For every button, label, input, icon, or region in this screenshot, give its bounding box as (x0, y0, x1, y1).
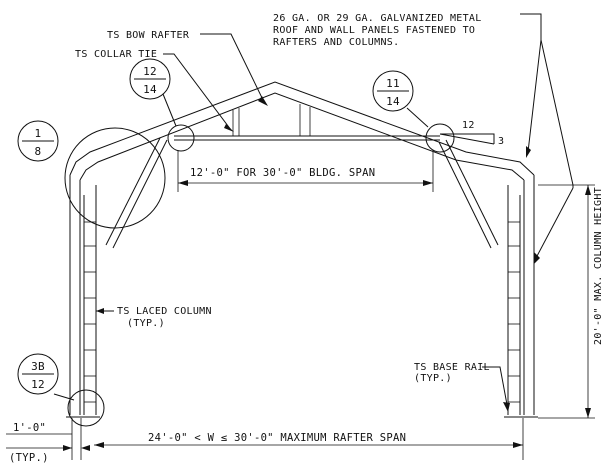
laced-column-label: TS LACED COLUMN (117, 306, 212, 317)
panels-note: 26 GA. OR 29 GA. GALVANIZED METAL ROOF A… (273, 13, 574, 264)
laced-column-typ: (TYP.) (127, 318, 165, 329)
bubble-bottom: 14 (386, 95, 400, 108)
collar-span-label: 12'-0" FOR 30'-0" BLDG. SPAN (190, 167, 375, 179)
detail-callout-circle (64, 127, 166, 229)
roof-slope-indicator: 12 3 (439, 120, 504, 147)
laced-column-note: TS LACED COLUMN (TYP.) (96, 306, 212, 329)
bubble-bottom: 14 (143, 83, 157, 96)
slope-run: 12 (462, 120, 475, 131)
detail-bubble-12-14[interactable]: 12 14 (129, 58, 171, 100)
leader-line (53, 393, 75, 401)
offset-typ-label: (TYP.) (9, 452, 49, 464)
knee-braces (105, 137, 499, 249)
bubble-bottom: 12 (31, 378, 45, 391)
collar-tie-label: TS COLLAR TIE (75, 49, 157, 60)
offset-label: 1'-0" (13, 422, 46, 434)
rafter-span-dimension: 24'-0" < W ≤ 30'-0" MAXIMUM RAFTER SPAN (6, 418, 524, 460)
column-height-label: 20'-0" MAX. COLUMN HEIGHT (593, 187, 604, 345)
detail-bubble-3b-12[interactable]: 3B 12 (17, 353, 59, 395)
left-laced-column (69, 175, 97, 415)
bubble-top: 1 (35, 127, 42, 140)
base-rail-typ: (TYP.) (414, 373, 452, 384)
roof-rafter (69, 81, 535, 181)
leader-line (162, 93, 177, 127)
detail-callout-circle (67, 389, 105, 427)
panels-note-line-2: ROOF AND WALL PANELS FASTENED TO (273, 25, 475, 36)
panels-note-line-1: 26 GA. OR 29 GA. GALVANIZED METAL (273, 13, 482, 24)
collar-tie (174, 104, 440, 141)
column-height-dimension: 20'-0" MAX. COLUMN HEIGHT (538, 184, 604, 419)
collar-span-dimension: 12'-0" FOR 30'-0" BLDG. SPAN (177, 150, 434, 192)
detail-callout-circle (425, 123, 455, 153)
detail-bubble-1-8[interactable]: 1 8 (17, 120, 59, 162)
bubble-top: 12 (143, 65, 157, 78)
leader-line (406, 107, 429, 128)
detail-callout-circle (167, 124, 195, 152)
bubble-top: 11 (386, 77, 400, 90)
detail-bubble-11-14[interactable]: 11 14 (372, 70, 414, 112)
bubble-top: 3B (31, 360, 45, 373)
panels-note-line-3: RAFTERS AND COLUMNS. (273, 37, 399, 48)
slope-rise: 3 (498, 136, 504, 147)
bow-rafter-label: TS BOW RAFTER (107, 30, 190, 41)
offset-dimension: 1'-0" (TYP.) (6, 418, 90, 464)
bow-rafter-note: TS BOW RAFTER (107, 30, 268, 106)
right-laced-column (507, 175, 535, 415)
base-rail-label: TS BASE RAIL (414, 362, 490, 373)
bubble-bottom: 8 (35, 145, 42, 158)
collar-tie-note: TS COLLAR TIE (75, 49, 234, 132)
rafter-span-label: 24'-0" < W ≤ 30'-0" MAXIMUM RAFTER SPAN (148, 432, 406, 444)
base-rail-note: TS BASE RAIL (TYP.) (414, 362, 510, 412)
